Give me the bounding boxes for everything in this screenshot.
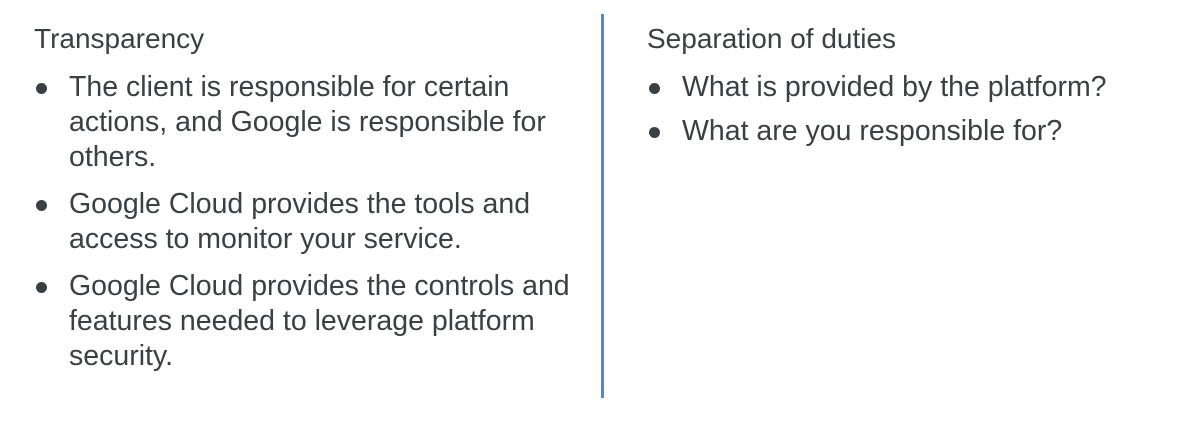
separation-bullet-list: What is provided by the platform? What a… (647, 70, 1167, 149)
bullet-text: The client is responsible for certain ac… (69, 71, 546, 173)
transparency-heading: Transparency (34, 23, 205, 54)
bullet-dot-icon (649, 83, 660, 94)
separation-column: Separation of duties What is provided by… (647, 22, 1167, 158)
bullet-item: Google Cloud provides the tools and acce… (34, 187, 589, 257)
bullet-text: Google Cloud provides the controls and f… (69, 270, 570, 372)
bullet-item: Google Cloud provides the controls and f… (34, 269, 589, 374)
bullet-item: What are you responsible for? (647, 114, 1167, 149)
bullet-dot-icon (36, 200, 47, 211)
separation-heading: Separation of duties (647, 23, 897, 54)
column-divider (601, 14, 604, 398)
bullet-text: Google Cloud provides the tools and acce… (69, 188, 531, 255)
bullet-dot-icon (36, 83, 47, 94)
transparency-bullet-list: The client is responsible for certain ac… (34, 70, 589, 374)
transparency-column: Transparency The client is responsible f… (34, 22, 589, 386)
bullet-item: What is provided by the platform? (647, 70, 1167, 105)
bullet-dot-icon (36, 282, 47, 293)
bullet-dot-icon (649, 127, 660, 138)
bullet-text: What are you responsible for? (682, 115, 1063, 147)
bullet-item: The client is responsible for certain ac… (34, 70, 589, 175)
bullet-text: What is provided by the platform? (682, 71, 1107, 103)
